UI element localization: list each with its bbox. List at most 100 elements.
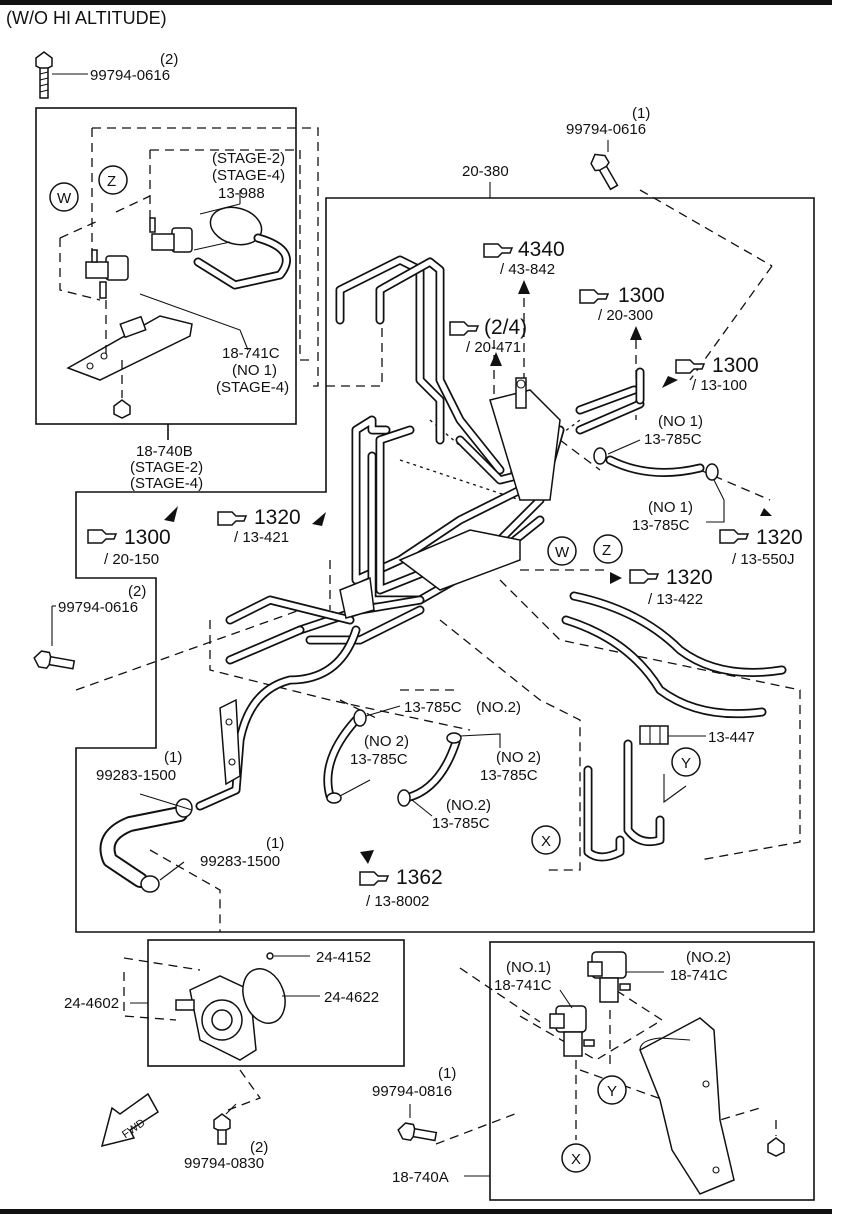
- connector-part: 13-447: [708, 729, 755, 746]
- bolt-icon: [590, 153, 619, 191]
- hose-clamp-a-qty: (1): [164, 749, 182, 766]
- marker-w-main-label: W: [555, 544, 570, 561]
- clamp3-part: 13-785C: [404, 699, 462, 716]
- bolt-icon: [397, 1122, 438, 1142]
- nut-icon: [767, 1137, 785, 1157]
- bolt-lm-qty: (2): [128, 583, 146, 600]
- reference-hand-icon: [87, 243, 750, 886]
- ref-2-4-num: (2/4): [484, 316, 527, 339]
- clamp2-no: (NO 1): [648, 499, 693, 516]
- a-valve2-no: (NO.2): [686, 949, 731, 966]
- solenoid-valve-icon: [587, 951, 631, 1003]
- bolt-lm-part: 99794-0616: [58, 599, 138, 616]
- screw-icon: [266, 952, 274, 960]
- marker-z-b: [98, 165, 128, 195]
- b-assembly-stage2: (STAGE-2): [130, 459, 203, 476]
- clamp4-part: 13-785C: [350, 751, 408, 768]
- main-assembly-label: 20-380: [462, 163, 509, 180]
- clamp6-no: (NO.2): [446, 797, 491, 814]
- b-assembly-label: 18-740B: [136, 443, 193, 460]
- marker-x-a-label: X: [571, 1151, 581, 1168]
- clamp5-part: 13-785C: [480, 767, 538, 784]
- vacuum-pump-icon: [175, 975, 257, 1061]
- bolt-bm-part: 99794-0816: [372, 1083, 452, 1100]
- assembly-b-box: [35, 107, 297, 425]
- marker-y-a: [597, 1075, 627, 1105]
- ref-4340-num: 4340: [518, 238, 565, 261]
- bolt-icon: [33, 650, 76, 670]
- hose-clamp-b-qty: (1): [266, 835, 284, 852]
- ref-4340-sub: / 43-842: [500, 261, 555, 278]
- marker-w-b-label: W: [57, 190, 72, 207]
- bolt-icon: [213, 1113, 231, 1145]
- pump-screw-part: 24-4152: [316, 949, 371, 966]
- fwd-arrow-icon: FWD: [100, 1092, 159, 1148]
- ref-1300a-num: 1300: [618, 284, 665, 307]
- bolt-tr-qty: (1): [632, 105, 650, 122]
- marker-z-main: [593, 534, 623, 564]
- bolt-bl-qty: (2): [250, 1139, 268, 1156]
- clamp3-no: (NO.2): [476, 699, 521, 716]
- top-rule: [0, 0, 832, 5]
- ref-1300b-sub: / 13-100: [692, 377, 747, 394]
- b-stage2: (STAGE-2): [212, 150, 285, 167]
- clamp1-no: (NO 1): [658, 413, 703, 430]
- ref-1300c-sub: / 20-150: [104, 551, 159, 568]
- pump-gasket-part: 24-4622: [324, 989, 379, 1006]
- b-filter-part: 13-988: [218, 185, 265, 202]
- marker-z-main-label: Z: [602, 542, 611, 559]
- marker-w-b: [49, 182, 79, 212]
- b-valve-no: (NO 1): [232, 362, 277, 379]
- bracket-icon: [639, 1017, 735, 1195]
- hose-clamp-a-part: 99283-1500: [96, 767, 176, 784]
- marker-y-main: [671, 747, 701, 777]
- marker-x-main: [531, 825, 561, 855]
- bolt-icon: [35, 51, 53, 99]
- ref-1300b-num: 1300: [712, 354, 759, 377]
- bottom-rule: [0, 1209, 832, 1214]
- gasket-icon: [242, 968, 286, 1024]
- marker-y-main-label: Y: [681, 755, 691, 772]
- large-vacuum-hose: [99, 455, 787, 888]
- b-valve-stage: (STAGE-4): [216, 379, 289, 396]
- marker-x-main-label: X: [541, 833, 551, 850]
- page-title: (W/O HI ALTITUDE): [6, 8, 167, 28]
- ref-1320b-sub: / 13-550J: [732, 551, 795, 568]
- clamp4-no: (NO 2): [364, 733, 409, 750]
- hose-clamp-b-part: 99283-1500: [200, 853, 280, 870]
- ref-1320a-sub: / 13-421: [234, 529, 289, 546]
- clamp2-part: 13-785C: [632, 517, 690, 534]
- ref-2-4-sub: / 20-471: [466, 339, 521, 356]
- marker-w-main: [547, 536, 577, 566]
- b-assembly-stage4: (STAGE-4): [130, 475, 203, 492]
- ref-1300a-sub: / 20-300: [598, 307, 653, 324]
- marker-z-b-label: Z: [107, 173, 116, 190]
- a-valve1-no: (NO.1): [506, 959, 551, 976]
- marker-x-a: [561, 1143, 591, 1173]
- marker-y-a-label: Y: [607, 1083, 617, 1100]
- connector-icon: [639, 725, 669, 745]
- ref-1362-sub: / 13-8002: [366, 893, 429, 910]
- bolt-tr-part: 99794-0616: [566, 121, 646, 138]
- a-valve1-part: 18-741C: [494, 977, 552, 994]
- bolt-tl-qty: (2): [160, 51, 178, 68]
- main-assembly-box: [75, 197, 815, 933]
- a-assembly-label: 18-740A: [392, 1169, 449, 1186]
- bolt-bm-qty: (1): [438, 1065, 456, 1082]
- solenoid-valve-icon: [549, 1005, 595, 1057]
- ref-1300c-num: 1300: [124, 526, 171, 549]
- clamp1-part: 13-785C: [644, 431, 702, 448]
- a-valve2-part: 18-741C: [670, 967, 728, 984]
- ref-1320c-sub: / 13-422: [648, 591, 703, 608]
- bolt-bl-part: 99794-0830: [184, 1155, 264, 1172]
- b-stage4: (STAGE-4): [212, 167, 285, 184]
- clamp5-no: (NO 2): [496, 749, 541, 766]
- b-valve-part: 18-741C: [222, 345, 280, 362]
- ref-1362-num: 1362: [396, 866, 443, 889]
- bolt-tl-part: 99794-0616: [90, 67, 170, 84]
- pump-label: 24-4602: [64, 995, 119, 1012]
- clamp6-part: 13-785C: [432, 815, 490, 832]
- assembly-a-box: [489, 941, 815, 1201]
